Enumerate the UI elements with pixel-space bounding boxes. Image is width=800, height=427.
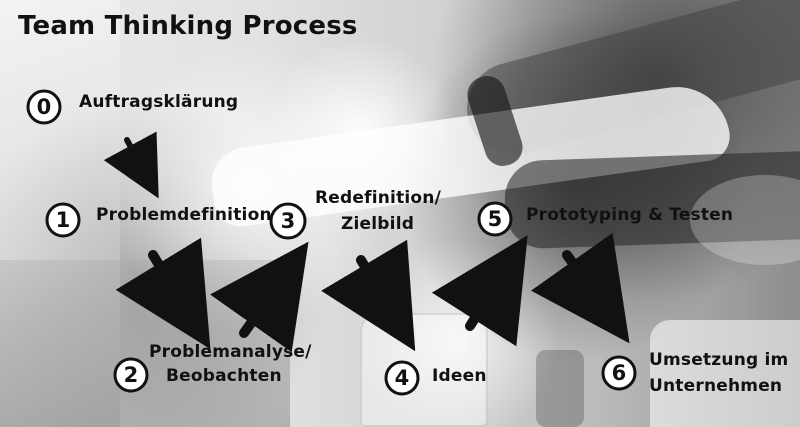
step-4-label: Ideen	[432, 366, 487, 386]
arrow-4-to-5	[431, 235, 528, 347]
step-2-label-line-1: Problemanalyse/	[149, 342, 312, 362]
step-1-number: 1	[56, 208, 71, 232]
step-3-number-badge	[269, 202, 307, 240]
arrow-5-to-6	[530, 232, 630, 344]
step-5-number: 5	[488, 207, 503, 231]
step-4-number-badge	[384, 360, 420, 396]
step-6-number-badge	[601, 355, 637, 391]
diagram-title: Team Thinking Process	[18, 11, 358, 41]
step-6: 6 Umsetzung im Unternehmen	[601, 350, 788, 396]
arrow-3-to-4	[321, 239, 416, 352]
step-1-number-badge	[45, 202, 81, 238]
step-5-number-badge	[477, 201, 513, 237]
step-4-number: 4	[395, 366, 410, 390]
step-3-label-line-1: Redefinition/	[315, 188, 442, 208]
step-1-label: Problemdefinition	[96, 205, 272, 225]
arrow-0-to-1	[103, 131, 159, 199]
arrow-1-to-2	[115, 237, 211, 350]
step-2-label-line-2: Beobachten	[166, 366, 282, 386]
step-0-number-badge	[26, 89, 62, 125]
step-5: 5 Prototyping & Testen	[477, 201, 733, 237]
step-6-label-line-2: Unternehmen	[649, 376, 782, 396]
step-6-label-line-1: Umsetzung im	[649, 350, 788, 370]
step-3: 3 Redefinition/ Zielbild	[269, 188, 442, 240]
step-2-number: 2	[124, 363, 139, 387]
step-1: 1 Problemdefinition	[45, 202, 272, 238]
step-5-label: Prototyping & Testen	[526, 205, 733, 225]
step-2: 2 Problemanalyse/ Beobachten	[113, 342, 312, 393]
arrow-2-to-3	[209, 241, 309, 353]
step-3-number: 3	[281, 209, 296, 233]
step-6-number: 6	[612, 361, 627, 385]
step-2-number-badge	[113, 357, 149, 393]
step-3-label-line-2: Zielbild	[341, 214, 414, 234]
step-0-number: 0	[37, 95, 52, 119]
step-0-label: Auftragsklärung	[79, 92, 238, 112]
step-0: 0 Auftragsklärung	[26, 89, 238, 125]
step-4: 4 Ideen	[384, 360, 487, 396]
